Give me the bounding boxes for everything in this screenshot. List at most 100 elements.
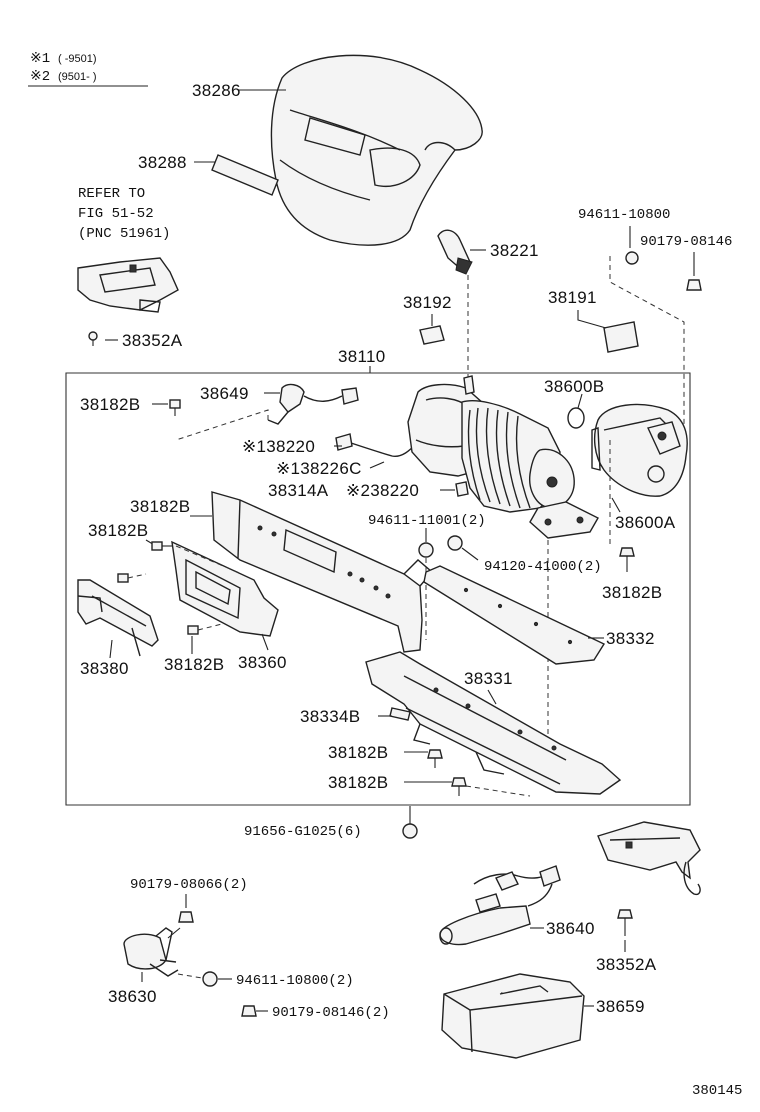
cover-38659-part: ·	[441, 973, 585, 1059]
bolt-38182B-4	[619, 547, 635, 572]
leader-38360	[261, 633, 269, 651]
leader-38380	[109, 639, 113, 659]
label-38182B-1: 38182B	[80, 395, 140, 414]
legend-note1-range: ( -9501)	[58, 53, 97, 65]
harness-38640-part	[439, 865, 561, 946]
leader-38331	[487, 689, 497, 705]
refer-line-2: FIG 51-52	[78, 206, 154, 222]
harness-connector	[335, 433, 353, 451]
bracket-38380-part	[77, 579, 159, 657]
nut-icon-08066	[178, 911, 194, 923]
label-38182B-5: 38182B	[164, 655, 224, 674]
leader-38191	[577, 310, 607, 329]
leader-38600A	[611, 497, 621, 513]
label-38314A: 38314A	[268, 481, 329, 500]
label-38600A: 38600A	[615, 513, 676, 532]
label-38334B: 38334B	[300, 707, 360, 726]
airbag-cover-part	[270, 54, 483, 246]
washer-icon-11001	[418, 542, 434, 558]
label-38659: 38659	[596, 997, 645, 1016]
bracket-38334B-part	[389, 707, 411, 721]
washer-icon-top	[625, 251, 639, 265]
dash-38630	[177, 973, 203, 979]
label-38331: 38331	[464, 669, 513, 688]
label-38110: 38110	[338, 347, 386, 366]
bolt-38182B-1	[169, 399, 181, 416]
actuator-unit-part	[407, 375, 599, 539]
refer-bracket-part	[77, 257, 179, 313]
bracket-beam-38314A-part	[211, 491, 433, 653]
solenoid-38630-part	[123, 927, 181, 977]
label-38192: 38192	[403, 293, 452, 312]
bolt-38352A-right	[617, 909, 633, 936]
harness-wire	[341, 439, 417, 458]
cover-strip-part	[211, 154, 279, 196]
dash-right-nut	[609, 256, 685, 438]
leader-38600B	[577, 393, 583, 409]
bolt-38352A-left	[88, 331, 98, 346]
label-38352A-left: 38352A	[122, 331, 183, 350]
label-38182B-3: 38182B	[88, 521, 148, 540]
washer-icon-bottom	[202, 971, 218, 987]
label-94611-10800-top: 94611-10800	[578, 207, 670, 223]
label-38182B-7: 38182B	[328, 773, 388, 792]
nut-icon-bottom	[241, 1005, 257, 1017]
label-38220: ※138220	[242, 437, 315, 456]
legend: ※1 ( -9501) ※2 (9501- )	[28, 51, 148, 87]
label-94611-10800-bottom: 94611-10800(2)	[236, 973, 354, 989]
label-38332: 38332	[606, 629, 655, 648]
crossmember-38331-part	[365, 651, 622, 795]
bracket-right-lower-part	[597, 821, 701, 896]
refer-line-1: REFER TO	[78, 186, 145, 202]
label-90179-08146-bottom: 90179-08146(2)	[272, 1005, 390, 1021]
label-38649: 38649	[200, 384, 249, 403]
legend-note2-mark: ※2	[30, 69, 50, 85]
o-ring-38600B-part	[567, 407, 585, 429]
connector-38221-part	[437, 229, 473, 275]
dash-38649	[175, 409, 269, 441]
label-38182B-2: 38182B	[130, 497, 190, 516]
bolt-38182B-6	[427, 749, 443, 768]
svg-text:·: ·	[500, 987, 504, 999]
connector-238220-part	[455, 481, 469, 497]
refer-note: REFER TO FIG 51-52 (PNC 51961)	[78, 186, 170, 242]
bolt-38182B-5	[187, 623, 223, 635]
label-38288: 38288	[138, 153, 187, 172]
figure-number: 380145	[692, 1083, 742, 1099]
nut-icon-41000	[447, 535, 463, 551]
label-238220: ※238220	[346, 481, 419, 500]
refer-line-3: (PNC 51961)	[78, 226, 170, 242]
bolt-icon-91656	[402, 823, 418, 839]
label-38600B: 38600B	[544, 377, 604, 396]
leader-94120-41000	[461, 547, 479, 561]
label-90179-08146-top: 90179-08146	[640, 234, 732, 250]
assembly-frame	[65, 372, 691, 806]
label-138226C: ※138226C	[276, 459, 362, 478]
label-38630: 38630	[108, 987, 157, 1006]
bolt-38182B-left-lower	[117, 573, 147, 583]
pad-38192-part	[419, 325, 445, 345]
label-38380: 38380	[80, 659, 129, 678]
label-38182B-4: 38182B	[602, 583, 662, 602]
label-38221: 38221	[490, 241, 539, 260]
dash-38182B-7	[465, 785, 531, 797]
label-38360: 38360	[238, 653, 287, 672]
label-90179-08066: 90179-08066(2)	[130, 877, 248, 893]
label-38286: 38286	[192, 81, 241, 100]
legend-note2-range: (9501- )	[58, 71, 97, 83]
label-38352A-right: 38352A	[596, 955, 657, 974]
nut-icon-top	[686, 279, 702, 291]
label-91656-G1025: 91656-G1025(6)	[244, 824, 362, 840]
bolt-38182B-7	[451, 777, 467, 796]
bracket-38360-part	[171, 540, 279, 637]
sensor-38649-part	[267, 383, 359, 425]
pad-38191-part	[603, 321, 639, 353]
label-38191: 38191	[548, 288, 597, 307]
plate-38332-part	[423, 565, 606, 665]
motor-38600A-part	[591, 403, 688, 497]
legend-note1-mark: ※1	[30, 51, 50, 67]
label-38640: 38640	[546, 919, 595, 938]
label-94611-11001: 94611-11001(2)	[368, 513, 486, 529]
